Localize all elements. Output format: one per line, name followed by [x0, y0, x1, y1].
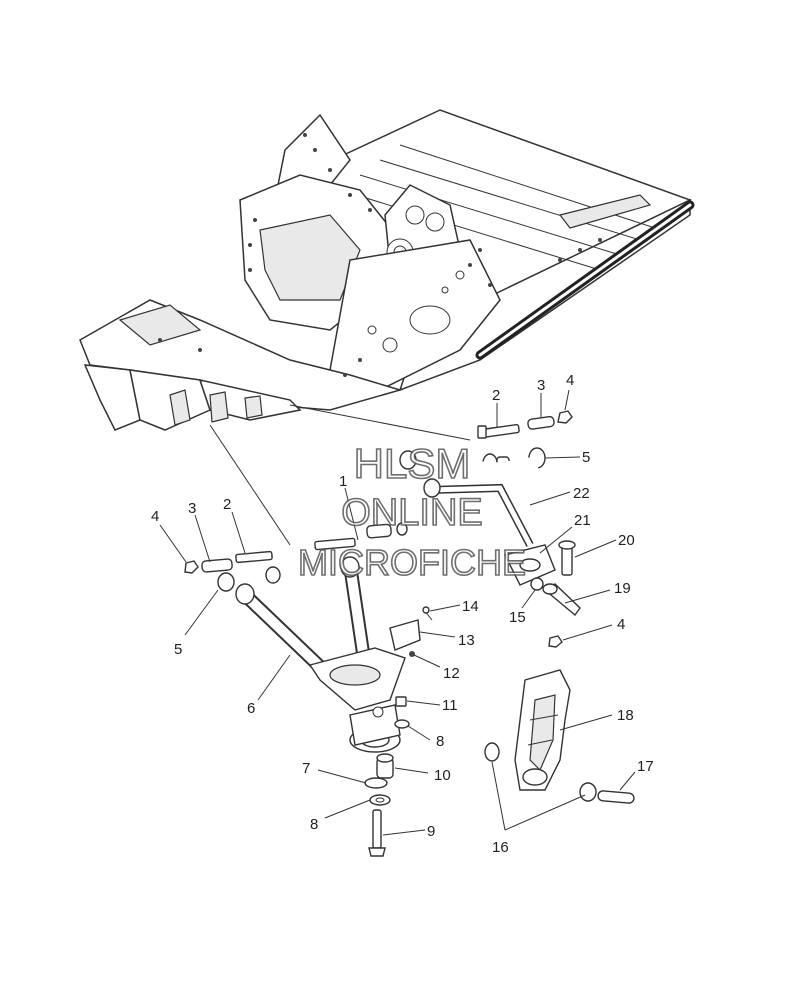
watermark: HLSM ONLINE MICROFICHE — [297, 439, 527, 584]
callout-19: 19 — [614, 580, 631, 597]
callout-4-upper: 4 — [566, 372, 574, 389]
watermark-line-2: ONLINE — [341, 492, 482, 534]
callout-5-left: 5 — [174, 641, 182, 658]
callout-3-upper: 3 — [537, 377, 545, 394]
lower-a-arm-assembly — [184, 522, 433, 857]
callout-21: 21 — [574, 512, 591, 529]
callout-5-upper: 5 — [582, 449, 590, 466]
callout-9: 9 — [427, 823, 435, 840]
callout-8-lower: 8 — [310, 816, 318, 833]
callout-15: 15 — [509, 609, 526, 626]
callout-4-right: 4 — [617, 616, 625, 633]
callout-6: 6 — [247, 700, 255, 717]
callout-14: 14 — [462, 598, 479, 615]
callout-18: 18 — [617, 707, 634, 724]
callout-labels: 2 3 4 5 1 22 21 20 19 15 4 4 3 2 5 14 13… — [151, 372, 654, 856]
spindle-assembly — [484, 669, 635, 804]
callout-2-upper: 2 — [492, 387, 500, 404]
callout-4-left: 4 — [151, 508, 159, 525]
callout-11: 11 — [442, 697, 458, 714]
callout-13: 13 — [458, 632, 475, 649]
callout-8-upper: 8 — [436, 733, 444, 750]
chassis-frame — [79, 109, 695, 431]
callout-20: 20 — [618, 532, 635, 549]
callout-1: 1 — [339, 473, 347, 490]
callout-2-left: 2 — [223, 496, 231, 513]
callout-3-left: 3 — [188, 500, 196, 517]
callout-10: 10 — [434, 767, 451, 784]
callout-16: 16 — [492, 839, 509, 856]
watermark-line-3: MICROFICHE — [298, 542, 526, 583]
watermark-line-1: HLSM — [354, 440, 471, 487]
callout-17: 17 — [637, 758, 654, 775]
callout-22: 22 — [573, 485, 590, 502]
frame-leader-upper — [289, 404, 471, 441]
callout-12: 12 — [443, 665, 460, 682]
callout-7: 7 — [302, 760, 310, 777]
callout-leaders — [159, 389, 636, 836]
frame-leader-lower — [209, 424, 291, 546]
upper-a-arm-assembly — [399, 410, 581, 648]
